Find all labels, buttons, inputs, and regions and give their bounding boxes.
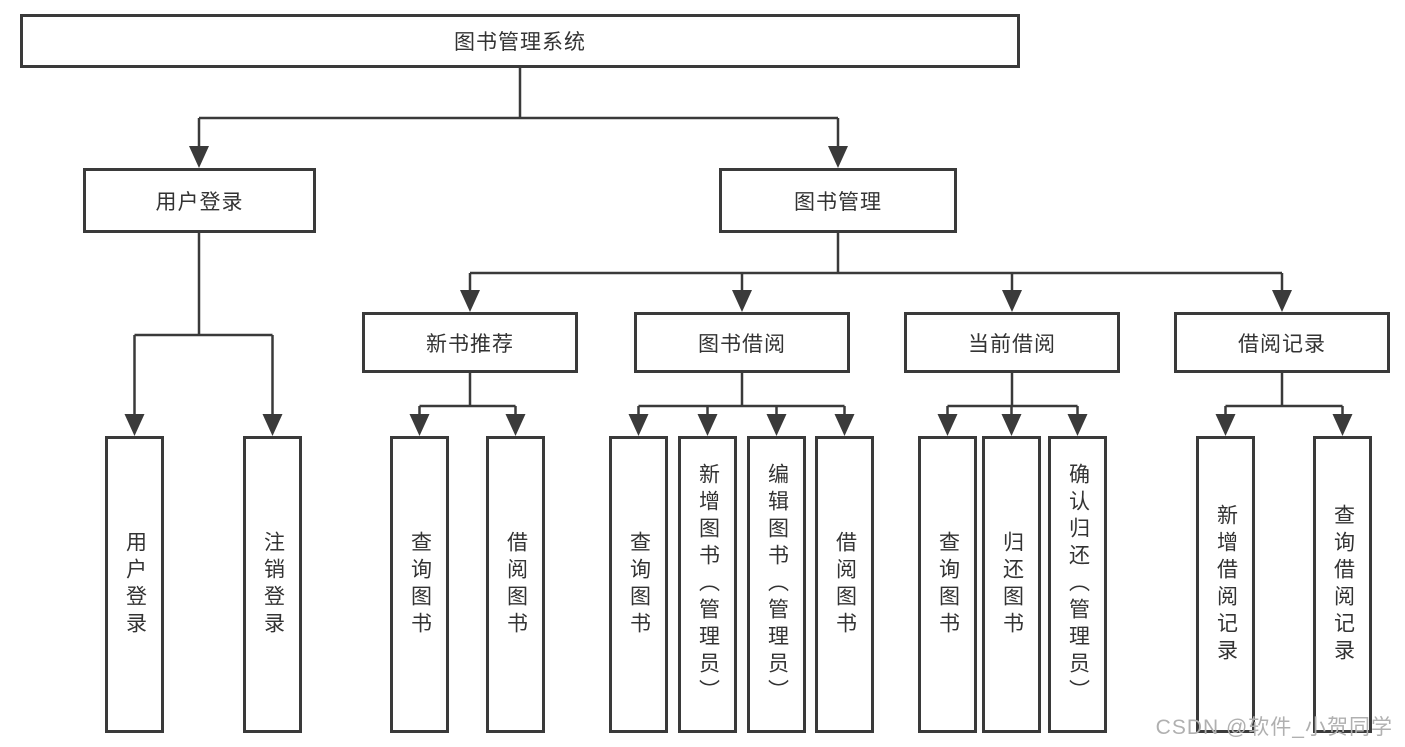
connector-root-to-level2: [197, 68, 840, 147]
leaf-query-books-current: 查询图书: [918, 436, 977, 733]
arrow-icon: [1067, 414, 1088, 436]
arrow-icon: [766, 414, 787, 436]
arrow-icon: [732, 290, 752, 312]
node-book-management: 图书管理: [719, 168, 957, 233]
arrow-icon: [1001, 414, 1022, 436]
leaf-query-books-recommend: 查询图书: [390, 436, 449, 733]
arrow-icon: [1332, 414, 1353, 436]
leaf-logout: 注销登录: [243, 436, 302, 733]
arrow-icon: [697, 414, 718, 436]
connector-borrow-records-children: [1224, 373, 1344, 415]
leaf-borrow-books-recommend: 借阅图书: [486, 436, 545, 733]
connector-new-book-children: [418, 373, 517, 415]
arrow-icon: [828, 146, 848, 168]
node-user-login: 用户登录: [83, 168, 316, 233]
leaf-borrow-books-borrowing: 借阅图书: [815, 436, 874, 733]
leaf-add-borrow-record: 新增借阅记录: [1196, 436, 1255, 733]
arrow-icon: [262, 414, 283, 436]
arrow-icon: [834, 414, 855, 436]
connector-user-login-children: [133, 233, 274, 415]
arrow-icon: [124, 414, 145, 436]
node-borrowing-records: 借阅记录: [1174, 312, 1390, 373]
arrow-icon: [189, 146, 209, 168]
arrow-icon: [460, 290, 480, 312]
arrow-icon: [1272, 290, 1292, 312]
node-current-borrowing: 当前借阅: [904, 312, 1120, 373]
node-new-book-recommendation: 新书推荐: [362, 312, 578, 373]
csdn-watermark: CSDN @软件_小贺同学: [1155, 716, 1393, 739]
arrow-icon: [937, 414, 958, 436]
leaf-confirm-return-admin: 确认归还（管理员）: [1048, 436, 1107, 733]
leaf-add-book-admin: 新增图书（管理员）: [678, 436, 737, 733]
arrow-icon: [1215, 414, 1236, 436]
connector-current-borrowing-children: [946, 373, 1079, 415]
node-library-management-system: 图书管理系统: [20, 14, 1020, 68]
arrowheads: [124, 146, 1353, 436]
connector-book-borrowing-children: [637, 373, 846, 415]
leaf-edit-book-admin: 编辑图书（管理员）: [747, 436, 806, 733]
leaf-user-login: 用户登录: [105, 436, 164, 733]
arrow-icon: [409, 414, 430, 436]
leaf-query-books-borrowing: 查询图书: [609, 436, 668, 733]
connector-book-management-children: [468, 233, 1284, 291]
node-book-borrowing: 图书借阅: [634, 312, 850, 373]
arrow-icon: [628, 414, 649, 436]
arrow-icon: [505, 414, 526, 436]
leaf-return-books: 归还图书: [982, 436, 1041, 733]
arrow-icon: [1002, 290, 1022, 312]
leaf-query-borrow-record: 查询借阅记录: [1313, 436, 1372, 733]
